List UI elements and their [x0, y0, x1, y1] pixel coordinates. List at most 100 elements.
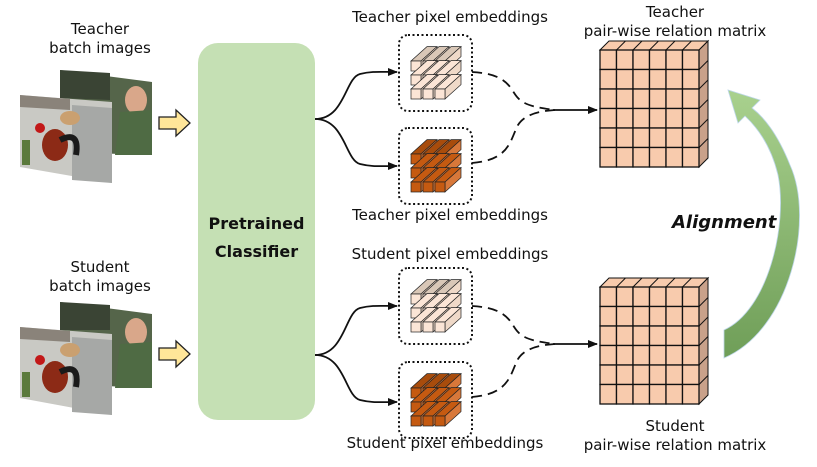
- student-embeddings-bottom-label: Student pixel embeddings: [346, 434, 544, 452]
- classifier-label: Pretrained Classifier: [198, 210, 315, 266]
- matrix-cell: [648, 127, 667, 149]
- matrix-cell: [665, 146, 684, 168]
- matrix-cell: [599, 305, 618, 327]
- matrix-cell: [599, 146, 618, 168]
- student-matrix-label-line2: pair-wise relation matrix: [583, 436, 767, 454]
- matrix-cell: [648, 286, 667, 308]
- student-branch-up: [314, 301, 398, 356]
- matrix-cell: [599, 383, 618, 405]
- matrix-cell: [681, 325, 700, 347]
- matrix-cell: [599, 286, 618, 308]
- matrix-cell: [665, 305, 684, 327]
- matrix-top-divider: [632, 40, 643, 51]
- matrix-cell: [599, 364, 618, 386]
- matrix-cell: [665, 383, 684, 405]
- classifier-label-line2: Classifier: [214, 242, 299, 261]
- matrix-top-divider: [665, 277, 676, 288]
- teacher-embeddings-bottom-label: Teacher pixel embeddings: [352, 206, 548, 224]
- matrix-cell: [632, 344, 651, 366]
- matrix-cell: [599, 49, 618, 71]
- matrix-top-divider: [665, 40, 676, 51]
- dotted-frame: [398, 361, 473, 439]
- teacher-relation-matrix: [598, 39, 710, 169]
- matrix-cell: [665, 286, 684, 308]
- matrix-cell: [599, 88, 618, 110]
- matrix-cell: [681, 146, 700, 168]
- student-matrix-label-line1: Student: [645, 417, 705, 435]
- matrix-cell: [615, 88, 634, 110]
- teacher-batch-label-line2: batch images: [49, 39, 151, 57]
- matrix-cell: [681, 127, 700, 149]
- matrix-cell: [599, 344, 618, 366]
- matrix-cell: [632, 325, 651, 347]
- matrix-cell: [681, 344, 700, 366]
- matrix-side-divider: [698, 60, 709, 70]
- matrix-cell: [681, 364, 700, 386]
- matrix-top-divider: [632, 277, 643, 288]
- matrix-top-divider: [616, 277, 626, 288]
- matrix-cell: [632, 286, 651, 308]
- teacher-embeddings-light: [398, 34, 473, 112]
- matrix-cell: [632, 146, 651, 168]
- teacher-input-arrow: [158, 108, 191, 138]
- student-embeddings-light: [398, 267, 473, 345]
- matrix-top-divider: [649, 277, 659, 288]
- matrix-cell: [665, 107, 684, 129]
- matrix-cell: [632, 305, 651, 327]
- matrix-cell: [632, 49, 651, 71]
- matrix-side-divider: [698, 138, 709, 148]
- dotted-frame: [398, 34, 473, 112]
- embedding-cube: [434, 73, 462, 100]
- matrix-cell: [615, 286, 634, 308]
- matrix-top-divider: [682, 277, 692, 288]
- student-embeddings-dark: [398, 361, 473, 439]
- matrix-cell: [615, 68, 634, 90]
- matrix-cell: [632, 383, 651, 405]
- student-input-arrow: [158, 339, 191, 369]
- student-batch-label-line2: batch images: [49, 277, 151, 295]
- teacher-image-rooster: [20, 95, 112, 183]
- teacher-embeddings-dark: [398, 127, 473, 205]
- student-batch-images: [20, 302, 152, 415]
- matrix-cell: [615, 364, 634, 386]
- matrix-cell: [599, 107, 618, 129]
- matrix-side-divider: [698, 99, 709, 109]
- matrix-cell: [648, 344, 667, 366]
- matrix-cell: [632, 364, 651, 386]
- matrix-cell: [681, 107, 700, 129]
- matrix-cell: [665, 49, 684, 71]
- student-relation-matrix: [598, 276, 710, 406]
- matrix-cell: [599, 325, 618, 347]
- matrix-cell: [665, 88, 684, 110]
- matrix-cell: [665, 68, 684, 90]
- matrix-top-divider: [682, 40, 692, 51]
- student-embeddings-top-label: Student pixel embeddings: [351, 245, 549, 263]
- student-image-rooster: [20, 327, 112, 415]
- matrix-top-divider: [649, 40, 659, 51]
- teacher-dashed-merge-top: [471, 71, 556, 111]
- matrix-cell: [648, 364, 667, 386]
- matrix-cell: [615, 146, 634, 168]
- matrix-cell: [648, 146, 667, 168]
- matrix-cell: [615, 325, 634, 347]
- matrix-cell: [648, 49, 667, 71]
- alignment-label: Alignment: [672, 212, 777, 233]
- matrix-cell: [681, 49, 700, 71]
- matrix-cell: [615, 127, 634, 149]
- teacher-embeddings-top-label: Teacher pixel embeddings: [352, 8, 548, 26]
- matrix-cell: [648, 88, 667, 110]
- matrix-cell: [599, 127, 618, 149]
- embedding-cube: [434, 400, 462, 427]
- matrix-cell: [632, 88, 651, 110]
- matrix-side-divider: [698, 297, 709, 307]
- matrix-cell: [632, 107, 651, 129]
- matrix-cell: [648, 68, 667, 90]
- matrix-side-divider: [698, 336, 709, 346]
- teacher-batch-images: [20, 70, 152, 183]
- matrix-cell: [632, 68, 651, 90]
- pretrained-classifier-box: Pretrained Classifier: [198, 43, 315, 420]
- teacher-branch-down: [314, 118, 398, 171]
- dotted-frame: [398, 127, 473, 205]
- matrix-cell: [681, 68, 700, 90]
- matrix-side-divider: [698, 118, 709, 129]
